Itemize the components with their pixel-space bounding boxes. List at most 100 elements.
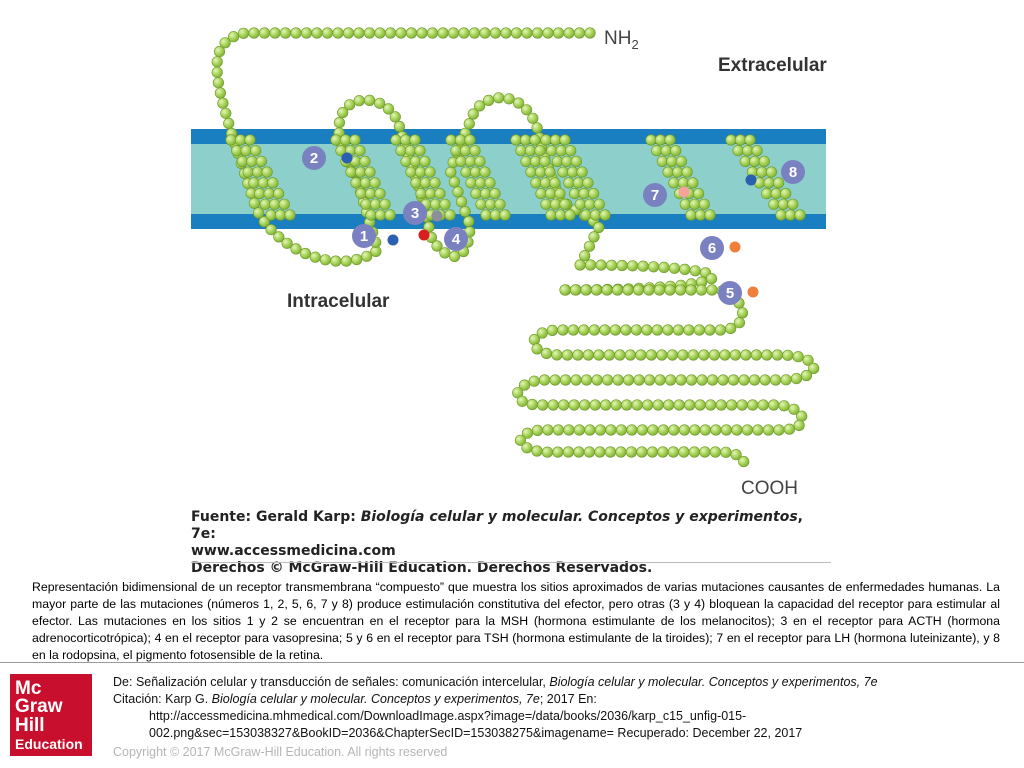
site-badge-3: 3 [403, 201, 427, 225]
amino-acid-bead [808, 362, 820, 375]
helix-bead [470, 188, 482, 200]
amino-acid-bead [393, 120, 406, 133]
amino-acid-bead [431, 240, 443, 252]
amino-acid-bead [300, 27, 313, 39]
amino-acid-bead [552, 446, 564, 458]
amino-acid-bead [731, 424, 743, 436]
amino-acid-bead [321, 27, 334, 39]
logo-line-2: Graw [15, 696, 63, 717]
amino-acid-bead [574, 259, 586, 271]
amino-acid-bead [630, 324, 643, 336]
helix-bead [429, 198, 442, 210]
amino-acid-bead [685, 374, 698, 386]
helix-bead [480, 209, 492, 221]
amino-acid-bead [788, 403, 800, 415]
amino-acid-bead [265, 224, 277, 236]
amino-acid-bead [290, 27, 302, 39]
helix-bead [775, 209, 787, 221]
amino-acid-bead [344, 99, 356, 111]
helix-bead [524, 145, 537, 157]
helix-bead [545, 209, 557, 221]
amino-acid-bead [595, 259, 607, 271]
amino-acid-bead [647, 424, 659, 436]
svg-text:4: 4 [452, 231, 461, 248]
amino-acid-bead [579, 399, 591, 411]
amino-acid-bead [319, 254, 332, 266]
helix-bead [559, 198, 571, 210]
amino-acid-bead [679, 263, 691, 276]
cit-text: Karp G. [165, 692, 212, 706]
helix-bead [520, 155, 532, 167]
amino-acid-bead [771, 349, 784, 361]
helix-bead [499, 209, 511, 221]
helix-bead [664, 134, 676, 146]
n-terminus-label: NH2 [604, 28, 639, 52]
helix-bead [405, 166, 417, 178]
amino-acid-bead [573, 446, 585, 458]
amino-acid-bead [750, 349, 763, 361]
amino-acid-bead [663, 399, 675, 411]
helix-bead [725, 134, 737, 146]
helix-bead [535, 188, 547, 200]
amino-acid-bead [211, 56, 223, 68]
amino-acid-bead [719, 349, 731, 361]
helix-bead [549, 177, 561, 189]
helix-bead [424, 188, 437, 200]
amino-acid-bead [452, 186, 464, 198]
source-tail: , 7e: [191, 509, 803, 542]
mutation-dot-6 [729, 241, 741, 253]
helix-bead [668, 177, 680, 189]
amino-acid-bead [389, 111, 401, 123]
amino-acid-bead [689, 265, 701, 277]
amino-acid-bead [664, 374, 677, 386]
source-line-3: Derechos © McGraw-Hill Education. Derech… [191, 560, 653, 576]
amino-acid-bead [633, 374, 645, 386]
amino-acid-bead [309, 251, 321, 263]
helix-bead [469, 145, 481, 157]
amino-acid-bead [547, 399, 559, 411]
helix-bead [564, 209, 576, 221]
amino-acid-bead [483, 94, 495, 106]
helix-bead [670, 145, 682, 157]
amino-acid-bead [738, 374, 750, 386]
de-text: Señalización celular y transducción de s… [135, 675, 550, 689]
helix-bead [539, 155, 551, 167]
helix-bead [572, 177, 585, 189]
amino-acid-bead [615, 424, 628, 436]
amino-acid-bead [652, 399, 664, 411]
amino-acid-bead [620, 324, 632, 336]
helix-bead [465, 177, 477, 189]
helix-bead [666, 155, 678, 167]
footer-divider [0, 662, 1024, 663]
helix-bead [445, 134, 457, 146]
helix-bead [681, 166, 693, 178]
helix-bead [566, 166, 579, 178]
helix-bead [459, 145, 472, 157]
amino-acid-bead [593, 221, 605, 234]
amino-acid-bead [699, 424, 712, 436]
helix-bead [273, 188, 285, 200]
amino-acid-bead [601, 284, 613, 296]
amino-acid-bead [725, 322, 737, 335]
helix-bead [732, 145, 744, 157]
amino-acid-bead [667, 446, 680, 458]
amino-acid-bead [651, 324, 664, 336]
amino-acid-bead [212, 77, 224, 89]
helix-bead [656, 155, 669, 167]
amino-acid-bead [605, 259, 618, 271]
site-badge-4: 4 [444, 227, 468, 251]
mutation-dot-3 [431, 210, 443, 222]
helix-bead [350, 177, 362, 189]
amino-acid-bead [563, 424, 575, 436]
amino-acid-bead [802, 354, 814, 366]
amino-acid-bead [549, 374, 561, 386]
amino-acid-bead [720, 446, 732, 458]
amino-acid-bead [657, 446, 669, 458]
helix-bead [772, 177, 785, 189]
helix-bead [354, 145, 366, 157]
amino-acid-bead [778, 400, 790, 412]
helix-bead [419, 155, 431, 167]
citation-url-line-2: 002.png&sec=153038327&BookID=2036&Chapte… [149, 726, 803, 740]
helix-bead [671, 166, 684, 178]
amino-acid-bead [708, 349, 721, 361]
